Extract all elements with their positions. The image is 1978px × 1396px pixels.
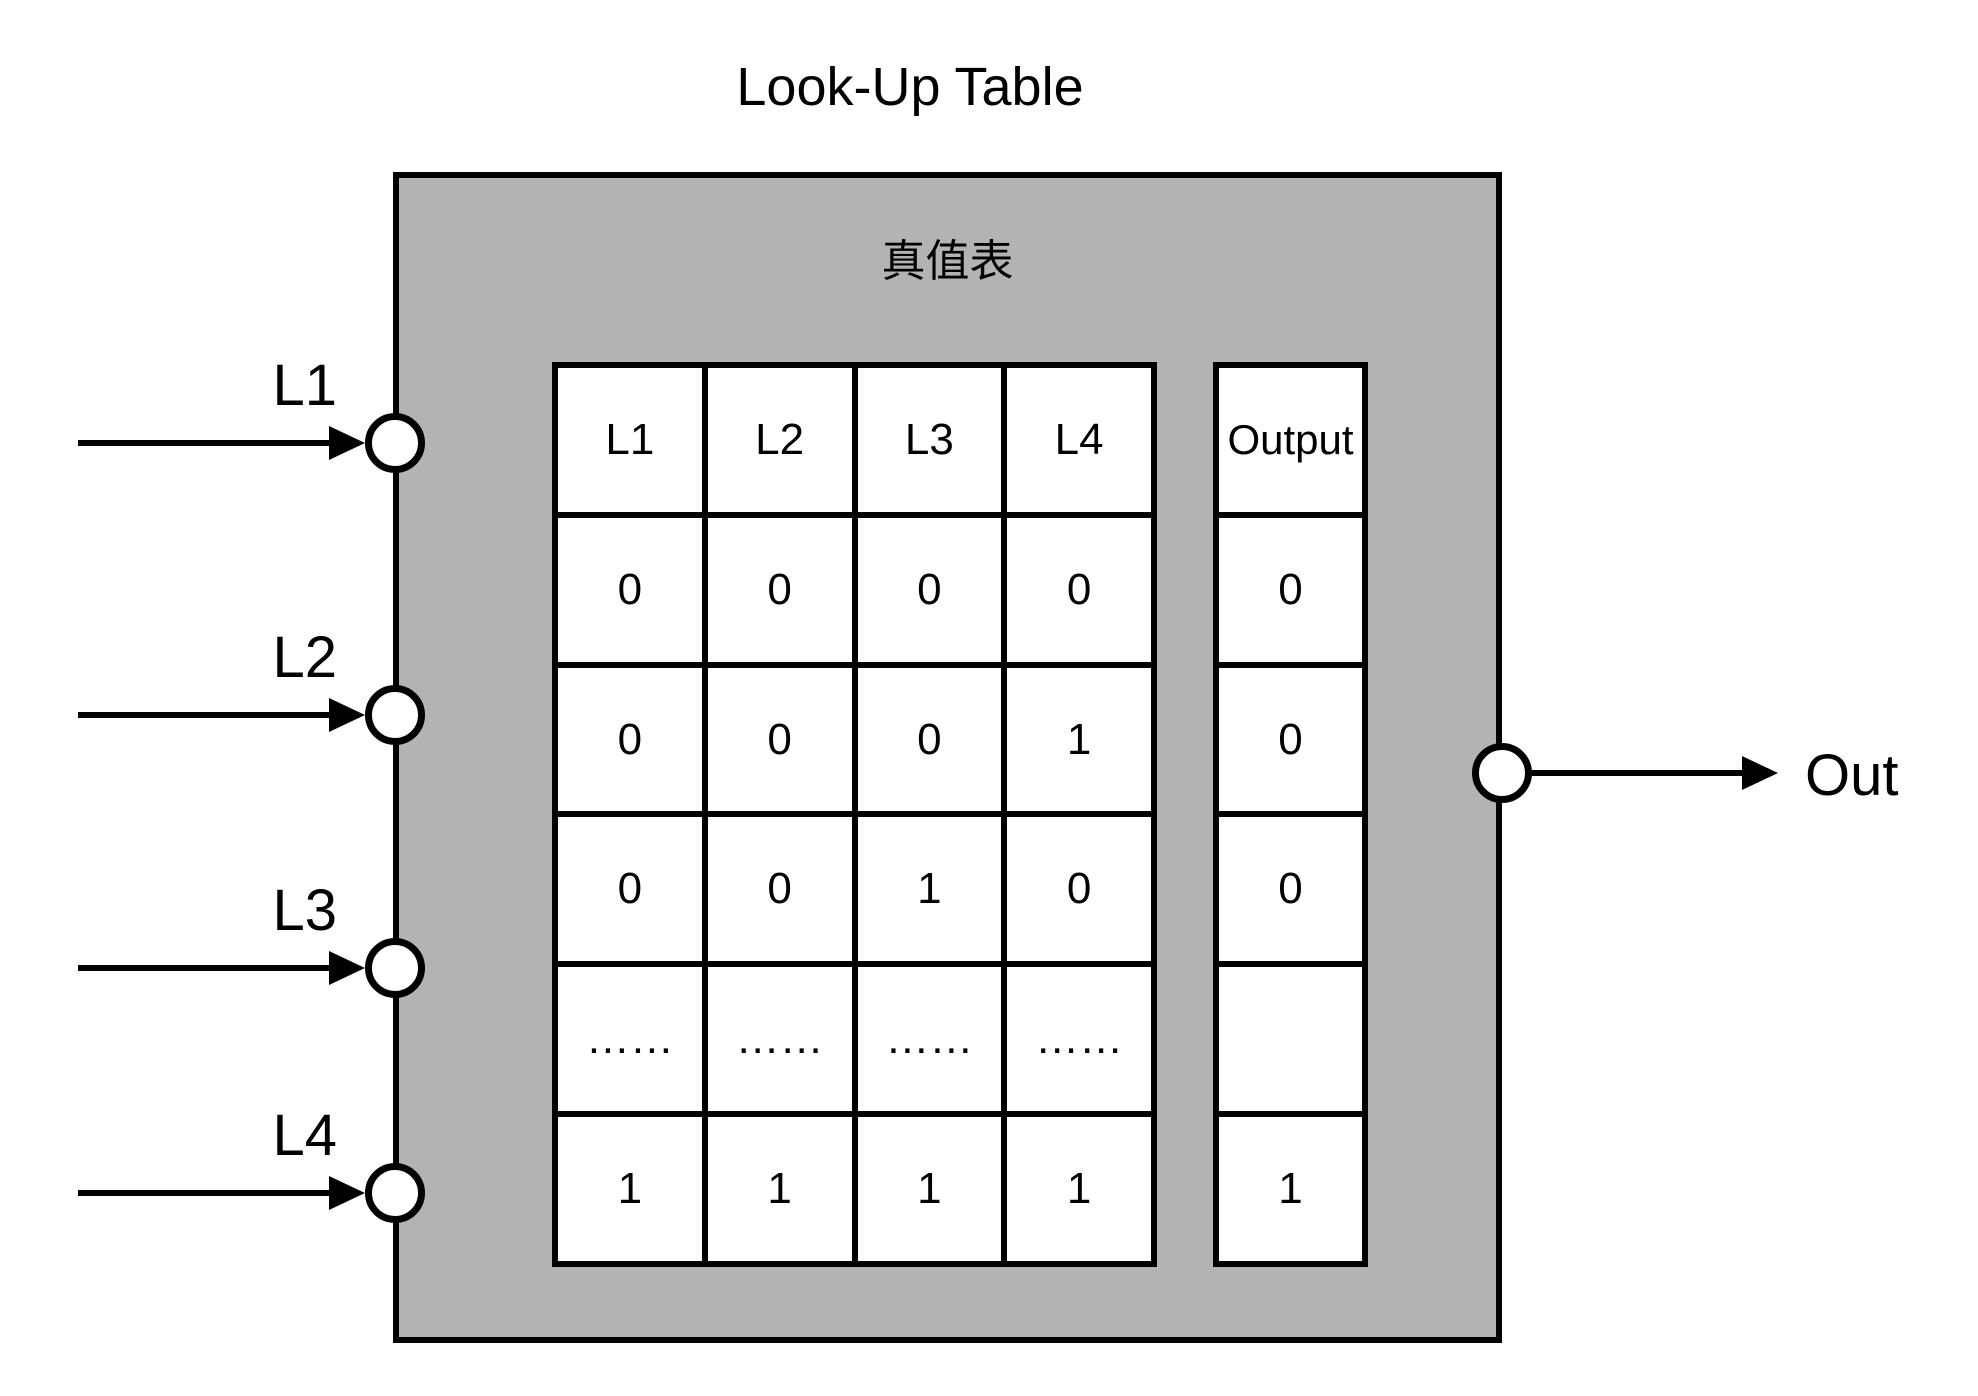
tt-header-1: L2 — [707, 368, 852, 512]
output-column: Output 0 0 0 1 — [1213, 362, 1368, 1267]
tt-cell-r0-c3: 0 — [1007, 517, 1151, 662]
input-arrow-line-l2 — [78, 712, 332, 718]
input-arrow-line-l1 — [78, 440, 332, 446]
truth-table: L1 L2 L3 L4 0 0 0 0 0 0 0 1 0 0 1 0 …… …… — [552, 362, 1157, 1267]
tt-header-0: L1 — [558, 368, 702, 512]
tt-cell-r3-c0: …… — [558, 967, 702, 1112]
out-cell-2: 0 — [1219, 817, 1362, 962]
tt-cell-r0-c1: 0 — [707, 517, 852, 662]
input-port-l4 — [365, 1163, 425, 1223]
out-cell-0: 0 — [1219, 517, 1362, 662]
tt-cell-r2-c2: 1 — [857, 817, 1002, 962]
tt-header-3: L4 — [1007, 368, 1151, 512]
input-port-l2 — [365, 685, 425, 745]
tt-cell-r0-c0: 0 — [558, 517, 702, 662]
input-arrowhead-l3 — [329, 951, 365, 985]
output-arrow-line — [1532, 770, 1744, 776]
diagram-title: Look-Up Table — [736, 57, 1084, 117]
input-arrowhead-l2 — [329, 698, 365, 732]
truth-table-label: 真值表 — [881, 237, 1014, 286]
tt-cell-r4-c3: 1 — [1007, 1117, 1151, 1261]
input-arrow-line-l3 — [78, 965, 332, 971]
input-arrowhead-l4 — [329, 1176, 365, 1210]
tt-cell-r3-c1: …… — [707, 967, 852, 1112]
tt-cell-r3-c2: …… — [857, 967, 1002, 1112]
input-label-l4: L4 — [272, 1103, 337, 1168]
tt-cell-r1-c3: 1 — [1007, 667, 1151, 812]
tt-cell-r3-c3: …… — [1007, 967, 1151, 1112]
input-port-l1 — [365, 413, 425, 473]
output-label: Out — [1805, 743, 1899, 808]
tt-cell-r2-c3: 0 — [1007, 817, 1151, 962]
tt-cell-r1-c2: 0 — [857, 667, 1002, 812]
tt-cell-r4-c2: 1 — [857, 1117, 1002, 1261]
tt-cell-r0-c2: 0 — [857, 517, 1002, 662]
tt-cell-r1-c1: 0 — [707, 667, 852, 812]
tt-cell-r4-c1: 1 — [707, 1117, 852, 1261]
input-label-l3: L3 — [272, 878, 337, 943]
tt-cell-r2-c1: 0 — [707, 817, 852, 962]
output-arrowhead — [1742, 756, 1778, 790]
input-label-l2: L2 — [272, 625, 337, 690]
out-header: Output — [1219, 368, 1362, 512]
input-label-l1: L1 — [272, 353, 337, 418]
tt-cell-r1-c0: 0 — [558, 667, 702, 812]
output-port — [1472, 743, 1532, 803]
input-port-l3 — [365, 938, 425, 998]
tt-header-2: L3 — [857, 368, 1002, 512]
tt-cell-r2-c0: 0 — [558, 817, 702, 962]
out-cell-3 — [1219, 967, 1362, 1112]
input-arrow-line-l4 — [78, 1190, 332, 1196]
out-cell-4: 1 — [1219, 1117, 1362, 1261]
input-arrowhead-l1 — [329, 426, 365, 460]
tt-cell-r4-c0: 1 — [558, 1117, 702, 1261]
out-cell-1: 0 — [1219, 667, 1362, 812]
